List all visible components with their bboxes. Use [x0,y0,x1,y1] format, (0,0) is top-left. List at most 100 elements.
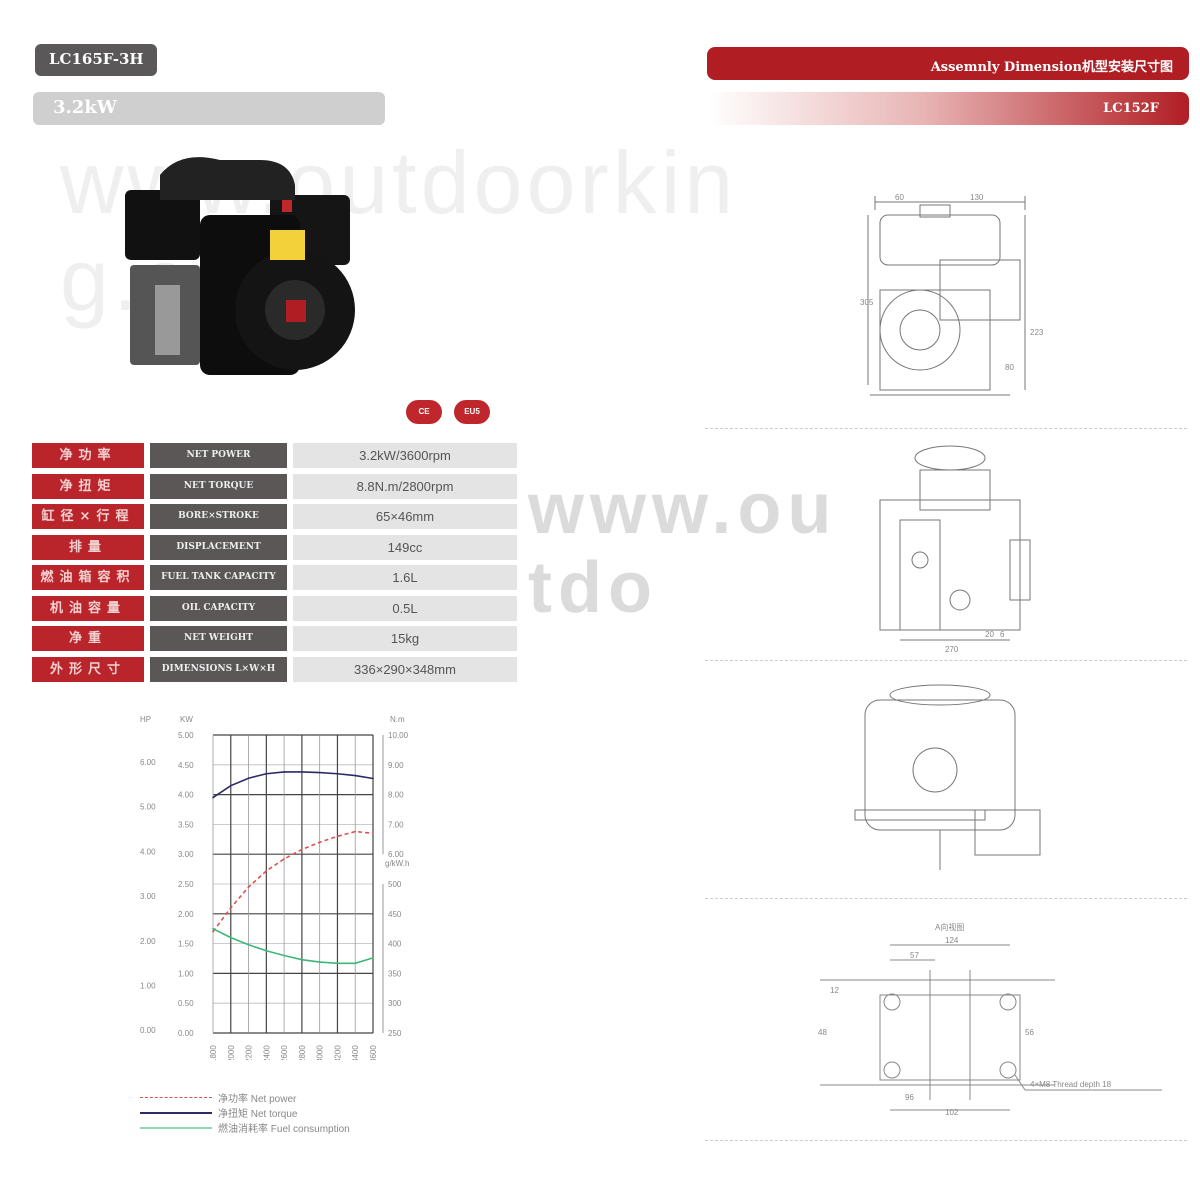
spec-label-en: DIMENSIONS L×W×H [150,656,287,682]
nm-tick-label: 9.00 [388,761,404,770]
model-badge: LC165F-3H [35,44,157,76]
spec-label-cn: 缸径×行程 [32,504,144,529]
x-tick-label: 3200 [333,1045,342,1060]
spec-label-en: NET POWER [150,443,287,468]
spec-value: 149cc [293,534,517,560]
x-tick-label: 3000 [316,1045,325,1060]
legend-label: 净扭矩 Net torque [218,1109,298,1120]
dim-label: 20 [985,630,994,639]
power-rating: 3.2kW [33,92,385,125]
spec-label-cn: 外形尺寸 [32,656,144,682]
kw-tick-label: 4.50 [178,761,194,770]
divider [705,660,1187,661]
spec-value: 15kg [293,626,517,651]
spec-value: 3.2kW/3600rpm [293,443,517,468]
spec-label-en: BORE×STROKE [150,504,287,529]
spec-label-cn: 排量 [32,534,144,560]
hp-tick-label: 5.00 [140,803,156,812]
dim-label: 6 [1000,630,1005,639]
nm-axis-label: N.m [390,715,405,724]
nm-tick-label: 8.00 [388,791,404,800]
spec-value: 336×290×348mm [293,656,517,682]
data-point [354,962,357,965]
dim-label: 305 [860,298,874,307]
spec-label-en: NET TORQUE [150,473,287,499]
hp-axis-label: HP [140,715,151,724]
nm-tick-label: 6.00 [388,850,404,859]
spec-label-cn: 机油容量 [32,595,144,621]
dim-label: 130 [970,193,984,202]
data-point [212,930,214,933]
data-point [229,907,232,909]
kw-tick-label: 0.00 [178,1029,194,1038]
hp-tick-label: 6.00 [140,758,156,767]
x-tick-label: 2000 [227,1045,236,1060]
spec-label-en: NET WEIGHT [150,626,287,651]
spec-value: 1.6L [293,565,517,590]
nm-tick-label: 10.00 [388,731,409,740]
data-point [265,772,268,775]
data-point [372,777,374,780]
spec-value: 65×46mm [293,504,517,529]
engine-image [125,157,355,375]
assembly-dimension-header: Assemnly Dimension机型安装尺寸图 [707,47,1189,80]
thread-note: 4×M8 Thread depth 18 [1030,1080,1112,1089]
data-point [301,771,303,773]
fuel-axis-label: g/kW.h [385,859,409,868]
dim-label: 102 [945,1108,959,1117]
kw-tick-label: 2.50 [178,880,194,889]
data-point [372,832,374,835]
watermark-overlay: www.outdo [528,469,838,629]
data-point [336,835,339,838]
spec-label-en: DISPLACEMENT [150,534,287,560]
front-view-drawing: 60 130 305 223 80 [860,193,1044,396]
base-view-drawing: A向视图 124 57 12 48 56 96 102 4×M8 Thread … [818,922,1162,1117]
data-point [354,774,357,777]
spec-value: 0.5L [293,595,517,621]
x-tick-label: 2800 [298,1045,307,1060]
fuel-tick-label: 300 [388,999,402,1008]
dim-label: 60 [895,193,904,202]
kw-tick-label: 4.00 [178,791,194,800]
legend-label: 燃油消耗率 Fuel consumption [218,1124,350,1135]
fuel-tick-label: 250 [388,1029,402,1038]
kw-tick-label: 1.00 [178,969,194,978]
data-point [265,870,268,872]
divider [705,898,1187,899]
data-point [212,927,214,930]
data-point [318,961,321,963]
view-label: A向视图 [935,922,964,932]
hp-tick-label: 3.00 [140,892,156,901]
hp-tick-label: 2.00 [140,937,156,946]
fuel-tick-label: 500 [388,880,402,889]
x-tick-label: 2200 [245,1045,254,1060]
dim-label: 124 [945,936,959,945]
fuel-tick-label: 350 [388,969,402,978]
kw-axis-label: KW [180,715,193,724]
data-point [301,848,303,851]
spec-label-cn: 净功率 [32,443,144,468]
dim-label: 270 [945,645,959,654]
spec-label-cn: 燃油箱容积 [32,565,144,590]
data-point [301,958,303,961]
nm-tick-label: 7.00 [388,820,404,829]
series-line-1 [212,771,374,799]
data-point [336,962,339,965]
eu5-badge: EU5 [454,400,490,424]
data-point [318,841,321,844]
data-point [247,777,250,780]
dim-label: 80 [1005,363,1014,372]
hp-tick-label: 1.00 [140,982,156,991]
data-point [283,771,285,773]
data-point [372,957,374,959]
fuel-tick-label: 400 [388,940,402,949]
data-point [283,858,285,860]
x-tick-label: 3600 [369,1045,378,1060]
kw-tick-label: 2.00 [178,910,194,919]
